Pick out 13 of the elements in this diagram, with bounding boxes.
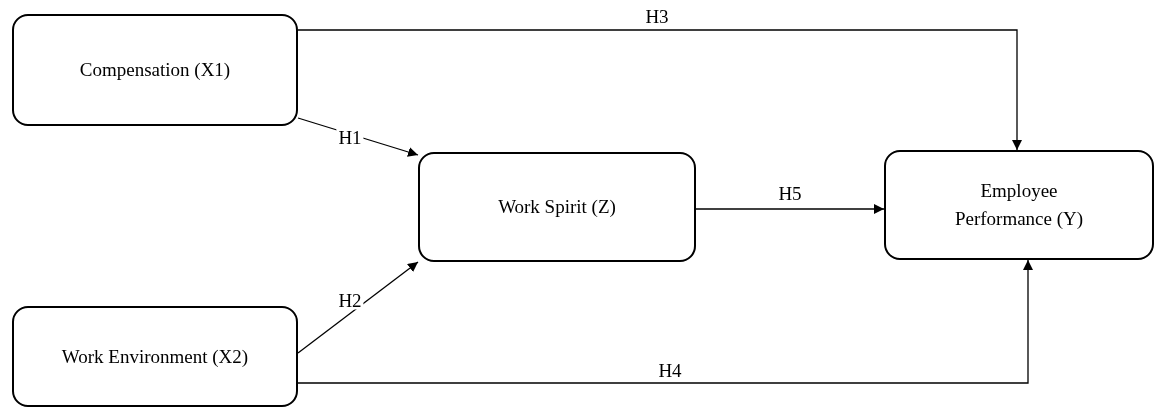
rounded-box [12, 14, 298, 126]
arrow [695, 204, 885, 214]
rounded-box [12, 306, 298, 407]
box-label: Compensation (X1) [79, 58, 231, 83]
arrow [297, 259, 1033, 384]
box-label: Work Spirit (Z) [498, 195, 616, 220]
box-label: Employee Performance (Y) [953, 179, 1085, 231]
rounded-box [884, 150, 1154, 260]
arrow [297, 261, 419, 354]
edge-label: H1 [336, 127, 364, 147]
box-label: Work Environment (X2) [61, 344, 249, 369]
arrow [297, 29, 1022, 151]
rounded-box [418, 152, 696, 262]
